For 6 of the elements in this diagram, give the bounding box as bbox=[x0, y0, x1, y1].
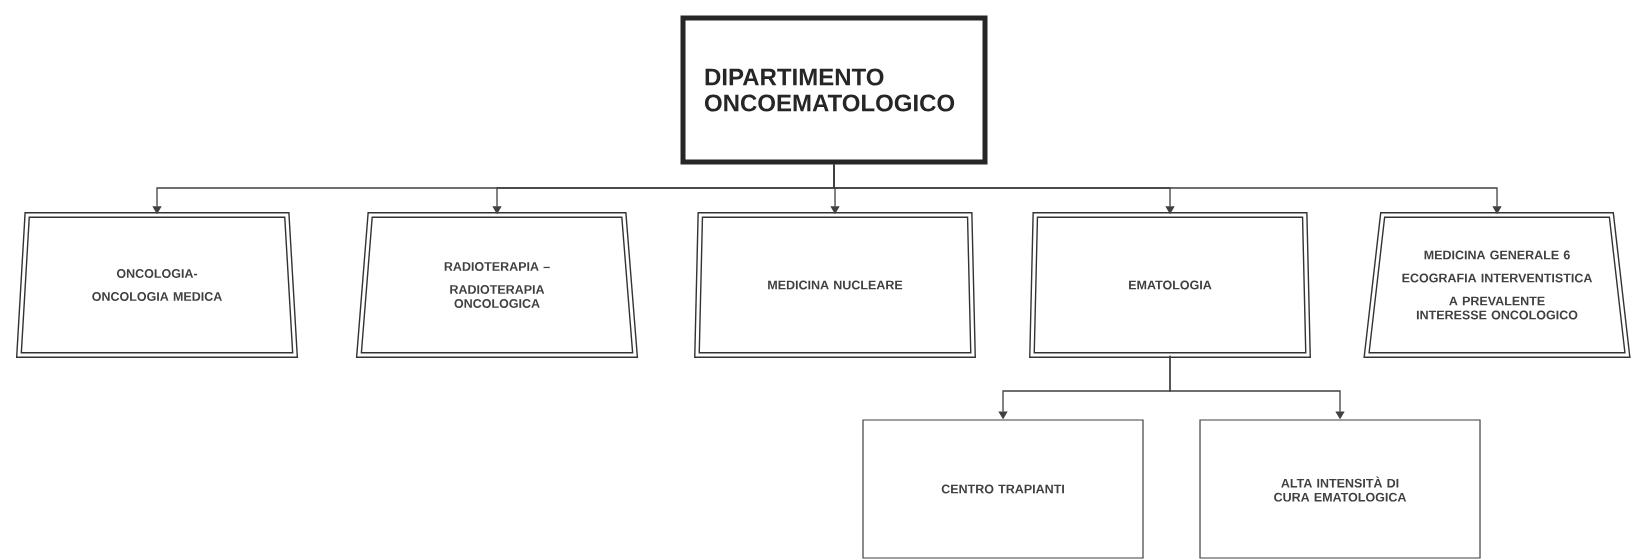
unit-trapezium: MEDICINA NUCLEARE bbox=[694, 212, 976, 358]
unit-box: CENTRO TRAPIANTI bbox=[862, 419, 1144, 559]
unit-trapezium: EMATOLOGIA bbox=[1029, 212, 1311, 358]
unit-box: ALTA INTENSITÀ DI CURA EMATOLOGICA bbox=[1199, 419, 1481, 559]
unit-trapezium: MEDICINA GENERALE 6 ECOGRAFIA INTERVENTISTICA A PREVALENTE INTERESSE ONCOLOGICO bbox=[1363, 212, 1631, 358]
department-box: DIPARTIMENTO ONCOEMATOLOGICO bbox=[680, 15, 988, 165]
